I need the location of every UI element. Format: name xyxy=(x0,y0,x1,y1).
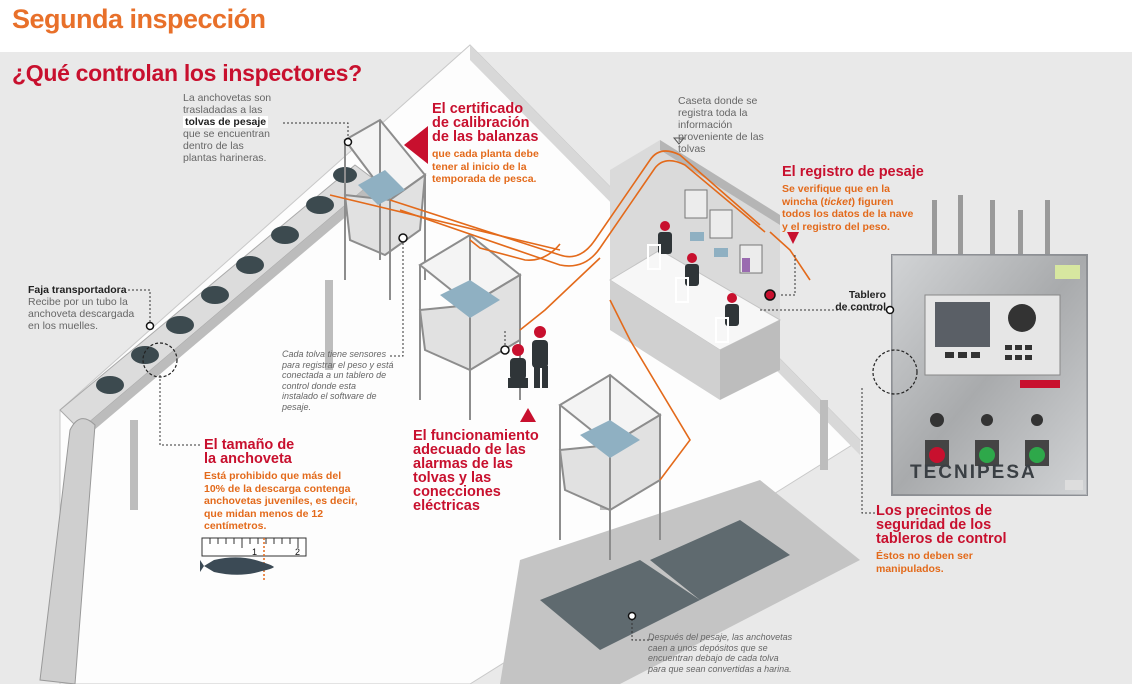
registro-heading: El registro de pesaje xyxy=(782,164,924,180)
caseta-marker xyxy=(672,137,686,145)
sensores-note: Cada tolva tiene sensores para registrar… xyxy=(282,349,394,412)
size-scale: 1 2 xyxy=(200,536,315,591)
tablero-label: Tablero de control xyxy=(835,289,886,313)
precintos-callout: Los precintos de seguridad de los tabler… xyxy=(876,503,1007,575)
tolvas-highlight: tolvas de pesaje xyxy=(183,116,269,128)
deposito-note: Después del pesaje, las anchovetas caen … xyxy=(648,632,793,674)
certificado-marker xyxy=(404,126,428,164)
tamano-heading-line: la anchoveta xyxy=(204,451,292,467)
certificado-heading-line: de calibración xyxy=(432,115,530,131)
caseta-note: Caseta donde se registra toda la informa… xyxy=(678,95,764,155)
leader-lines xyxy=(128,122,890,641)
scale-tick-1: 1 xyxy=(252,547,258,557)
deposit-bin-2 xyxy=(650,520,790,600)
funcionamiento-callout: El funcionamiento adecuado de las alarma… xyxy=(413,428,539,514)
certificado-callout: El certificado de calibración de las bal… xyxy=(432,101,539,185)
faja-title: Faja transportadora xyxy=(28,284,127,296)
tamano-callout: El tamaño de la anchoveta Está prohibido… xyxy=(204,437,358,532)
booth-chairs xyxy=(647,244,729,343)
certificado-heading-line: El certificado xyxy=(432,101,524,117)
page-subtitle: ¿Qué controlan los inspectores? xyxy=(12,60,362,86)
intake-pipe xyxy=(39,418,96,684)
registro-callout: El registro de pesaje Se verifique que e… xyxy=(782,164,924,233)
panel-brand: TECNIPESA xyxy=(910,462,1037,483)
faja-note: Faja transportadora Recibe por un tubo l… xyxy=(28,284,135,332)
deposit-bin-1 xyxy=(540,560,700,650)
tamano-heading-line: El tamaño de xyxy=(204,437,295,453)
scale-tick-2: 2 xyxy=(295,547,301,557)
registro-marker xyxy=(787,232,799,244)
control-panel-illustration xyxy=(891,195,1088,496)
page-title: Segunda inspección xyxy=(12,4,266,34)
tolvas-note: La anchovetas son trasladadas a las tolv… xyxy=(183,92,272,164)
orange-wires xyxy=(329,150,811,481)
certificado-heading-line: de las balanzas xyxy=(432,129,539,145)
inspector-figures xyxy=(508,326,548,388)
control-booth xyxy=(609,140,782,400)
funcionamiento-marker xyxy=(520,408,536,422)
